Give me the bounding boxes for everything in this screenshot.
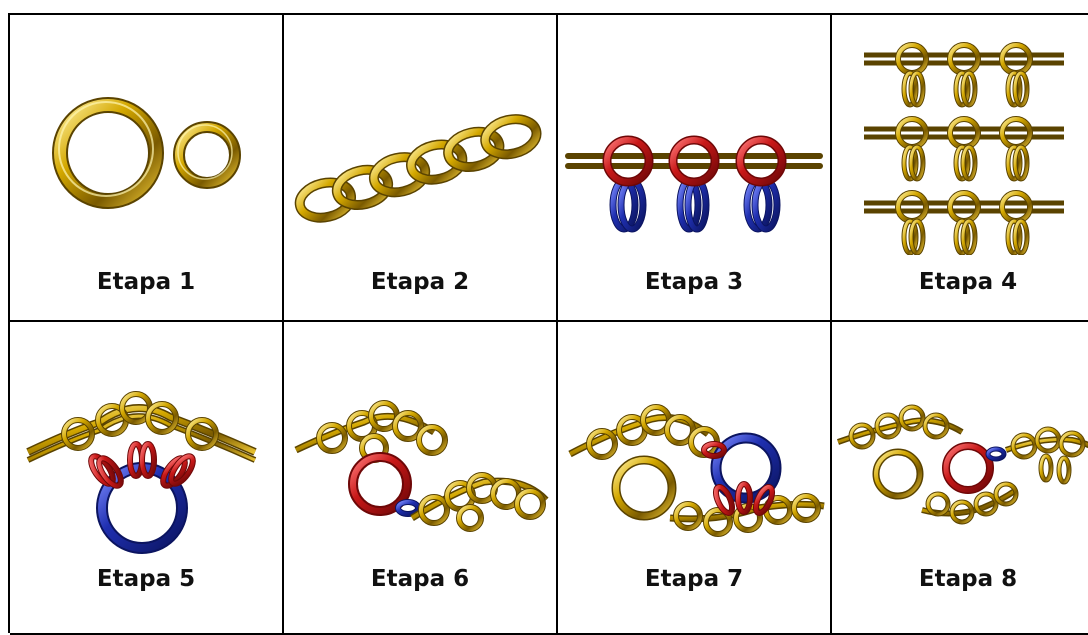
step-1-illustration	[52, 97, 241, 209]
step-7-illustration	[568, 404, 825, 537]
step-label: Etapa 1	[96, 269, 196, 295]
step-cell-6: Etapa 6	[284, 322, 558, 635]
step-cell-7: Etapa 7	[558, 322, 832, 635]
step-cell-8: Etapa 8	[832, 322, 1088, 635]
step-8-illustration	[837, 404, 1088, 525]
step-label: Etapa 3	[644, 269, 744, 295]
step-2-illustration	[294, 114, 542, 223]
step-label: Etapa 8	[918, 566, 1018, 592]
step-cell-1: Etapa 1	[10, 15, 284, 322]
step-label: Etapa 2	[370, 269, 470, 295]
step-4-illustration	[832, 42, 1088, 255]
step-cell-2: Etapa 2	[284, 15, 558, 322]
step-3-illustration	[565, 135, 823, 233]
step-label: Etapa 6	[370, 566, 470, 592]
step-cell-4: Etapa 4	[832, 15, 1088, 322]
step-cell-3: Etapa 3	[558, 15, 832, 322]
step-label: Etapa 4	[918, 269, 1018, 295]
step-cell-5: Etapa 5	[10, 322, 284, 635]
step-6-illustration	[294, 400, 549, 532]
steps-grid: Etapa 1 Etapa 2	[8, 13, 1088, 635]
step-5-illustration	[26, 391, 257, 554]
step-label: Etapa 5	[96, 566, 196, 592]
step-label: Etapa 7	[644, 566, 744, 592]
